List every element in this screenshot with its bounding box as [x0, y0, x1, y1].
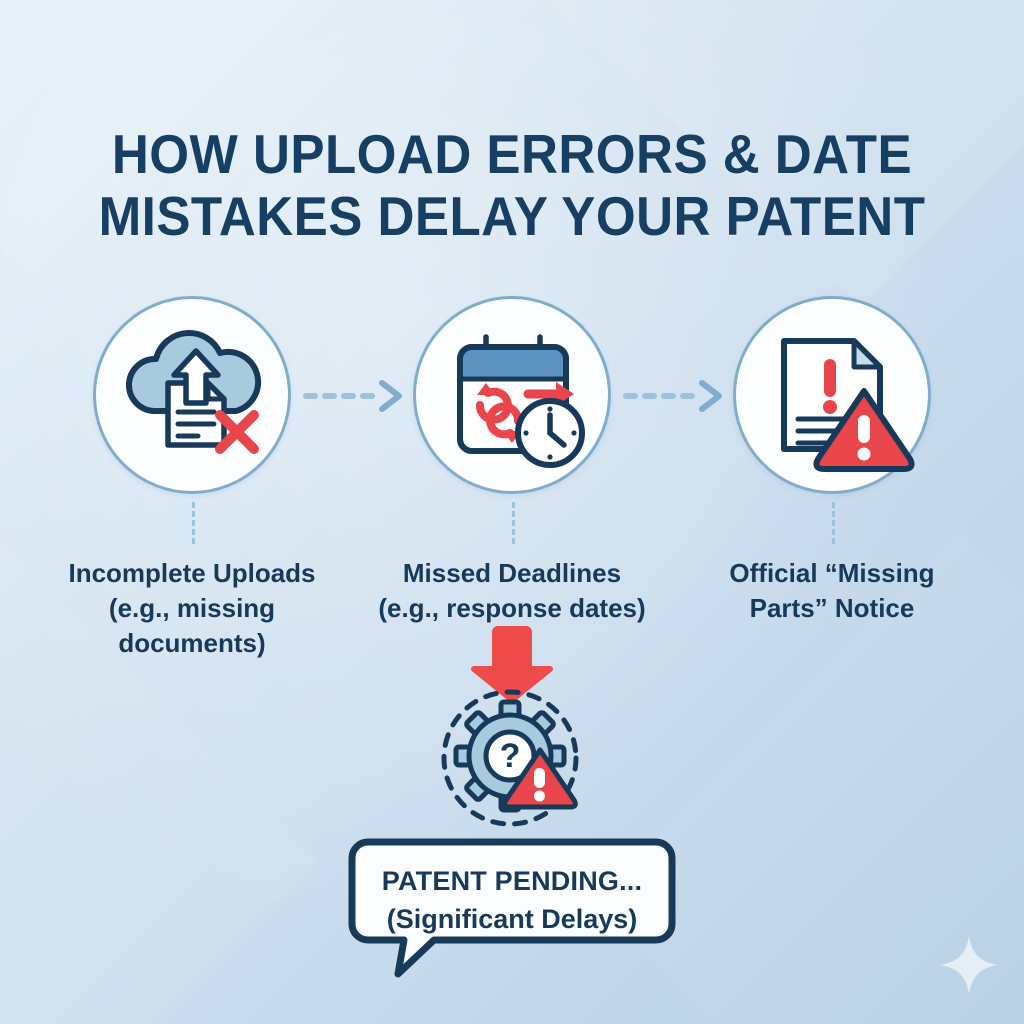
step-2-caption-line-1: Missed Deadlines	[402, 558, 622, 588]
document-warning-notice-icon	[781, 338, 915, 472]
step-3-caption-line-1: Official “Missing	[729, 558, 935, 588]
speech-bubble-shape	[348, 838, 676, 978]
step-1-connector-stem	[192, 502, 195, 544]
step-3	[682, 296, 982, 494]
dashed-right-arrow-icon	[623, 380, 722, 412]
page-title-line-2: MISTAKES DELAY YOUR PATENT	[98, 184, 926, 247]
svg-text:?: ?	[500, 737, 521, 775]
four-point-star-icon	[940, 936, 998, 994]
sparkle-decoration	[938, 934, 1000, 1001]
connector-2-3	[620, 376, 730, 421]
bubble-line-2: (Significant Delays)	[386, 904, 638, 934]
step-1	[42, 296, 342, 494]
step-2-connector-stem	[512, 502, 515, 544]
step-1-icon-circle	[93, 296, 291, 494]
page-title: HOW UPLOAD ERRORS & DATE MISTAKES DELAY …	[36, 123, 988, 247]
step-2-caption-line-2: (e.g., response dates)	[378, 593, 646, 623]
red-down-arrow-icon	[471, 626, 553, 703]
outcome-speech-bubble	[348, 838, 676, 983]
outcome-gear: ?	[432, 688, 592, 833]
step-1-caption-line-2: (e.g., missing	[108, 593, 276, 623]
step-2-icon-circle	[413, 296, 611, 494]
outcome-speech-bubble-text: PATENT PENDING... (Significant Delays)	[348, 862, 676, 938]
step-3-caption-line-2: Parts” Notice	[749, 593, 915, 623]
step-1-caption-line-1: Incomplete Uploads	[68, 558, 316, 588]
cloud-upload-error-icon	[126, 330, 262, 454]
gear-question-warning-icon: ?	[441, 689, 579, 827]
bubble-line-1: PATENT PENDING...	[381, 866, 643, 896]
step-3-icon-circle	[733, 296, 931, 494]
step-3-caption: Official “Missing Parts” Notice	[692, 556, 972, 626]
step-2-caption: Missed Deadlines (e.g., response dates)	[372, 556, 652, 626]
step-1-caption-line-3: documents)	[118, 628, 266, 658]
calendar-clock-overdue-icon	[457, 334, 585, 468]
step-1-caption: Incomplete Uploads (e.g., missing docume…	[52, 556, 332, 661]
step-3-connector-stem	[832, 502, 835, 544]
step-2	[362, 296, 662, 494]
page-title-line-1: HOW UPLOAD ERRORS & DATE	[111, 122, 913, 185]
dashed-right-arrow-icon	[303, 380, 402, 412]
flow-down-arrow	[462, 622, 562, 711]
connector-1-2	[300, 376, 410, 421]
